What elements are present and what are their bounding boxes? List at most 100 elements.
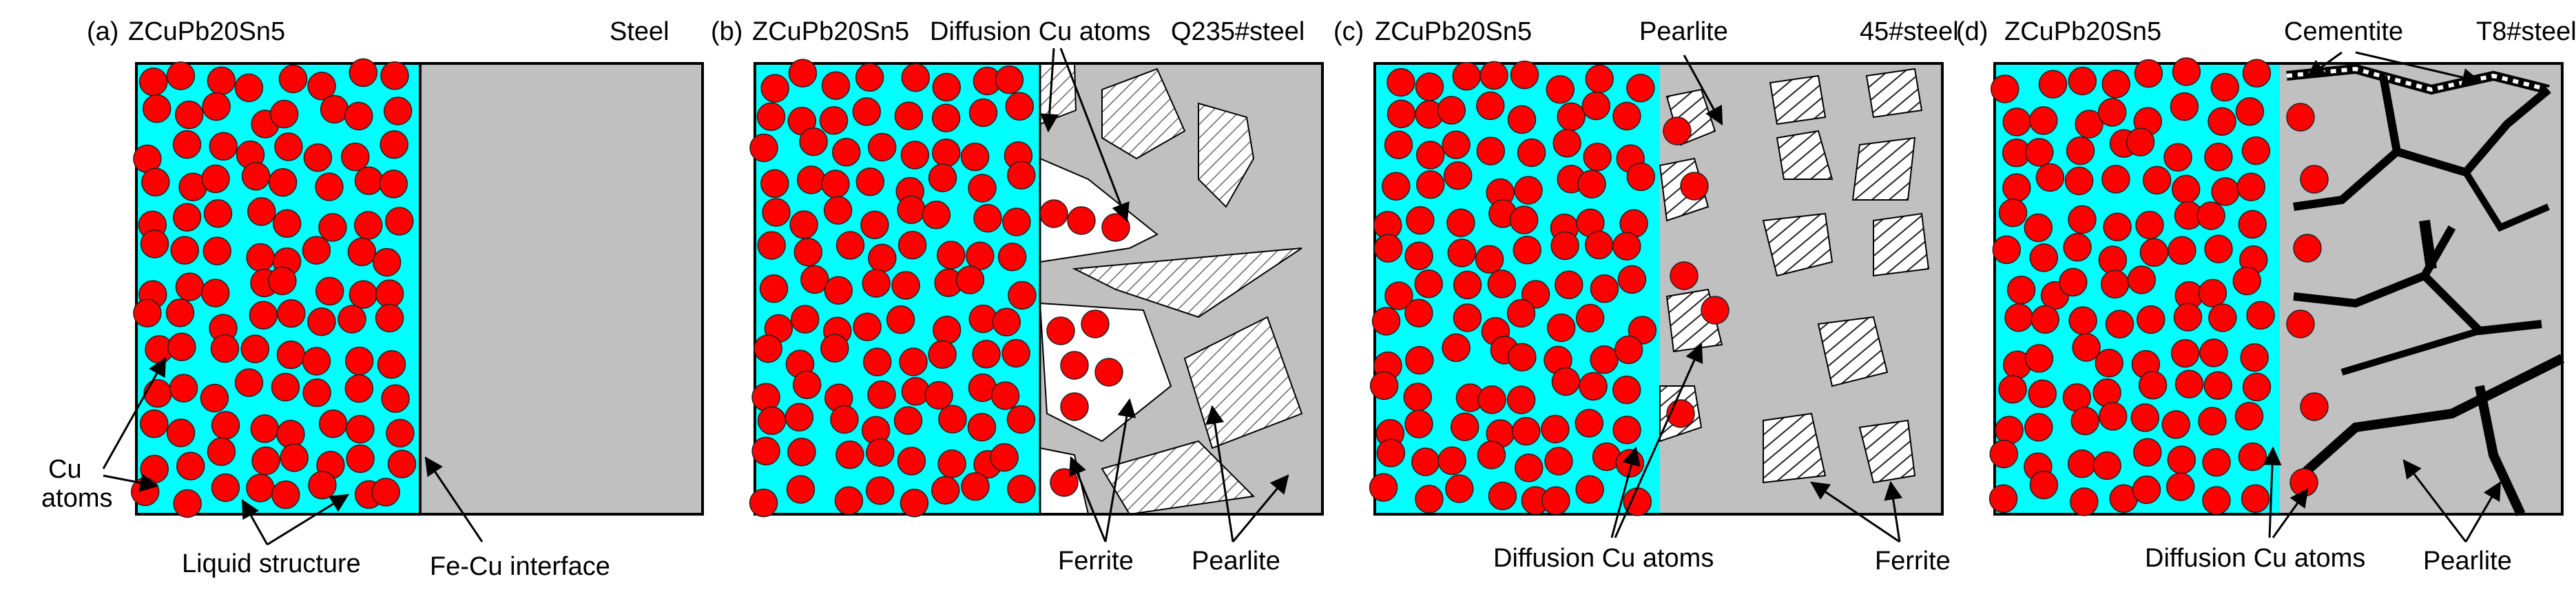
panel-a-liquid-arrow-2 [267,494,349,546]
cu-atom [955,265,985,294]
cu-atom [1008,281,1037,310]
cu-atom [303,143,333,172]
cu-atom [2101,165,2130,194]
cu-atom [762,198,791,227]
cu-atom [308,471,337,500]
panel-a: (a) ZCuPb20Sn5 Steel Cu atoms Liquid str… [41,17,704,581]
cu-atom [2172,57,2201,86]
cu-atom [249,301,278,330]
cu-atom [2038,70,2068,99]
cu-atom [1612,232,1641,261]
panel-d-pearlite-arrow-1 [2402,459,2467,542]
cu-atom [899,347,928,376]
cu-atom [2142,165,2172,195]
cu-atom [2095,349,2123,378]
cu-atom [2075,110,2104,139]
cu-atom [2100,270,2130,299]
panel-d-cementite-network [2286,63,2565,516]
cu-atom [1369,473,1398,502]
cu-atom [760,169,789,199]
cu-atom [2210,72,2240,102]
cu-atom [751,383,780,412]
cu-atom [307,71,336,101]
panel-d-pearlite-label: Pearlite [2423,547,2512,576]
cu-atom [855,63,884,92]
cu-atom [318,213,347,242]
cu-atom [800,265,829,294]
panel-c-ferrite-arrow-1 [1810,481,1900,543]
cu-atom [1403,383,1433,412]
panel-d: (d) ZCuPb20Sn5 Cementite T8#steel Diffus… [1956,17,2576,576]
cu-atom [175,272,205,301]
cu-atom [824,276,853,305]
panel-b-cu-atoms [749,59,1130,518]
panel-c-ferrite-arrow-2 [1884,480,1903,542]
cu-atom [200,278,230,307]
cu-atom [385,207,414,236]
cu-atom [1579,372,1608,401]
cu-atom [1404,241,1433,270]
diffused-cu-atom [1060,351,1089,380]
cu-atom [269,99,299,129]
cu-atom [1005,92,1035,121]
panel-d-tag: (d) [1956,17,1988,46]
panel-d-cementite-arrow-1 [2306,51,2343,79]
panel-a-liquid-arrow-1 [241,499,269,545]
cu-atom [379,170,408,199]
panel-c-diffusion-label: Diffusion Cu atoms [1493,544,1714,573]
cu-atom [2238,210,2267,239]
panel-c-pearlite-label: Pearlite [1639,17,1728,46]
cu-atom [2068,66,2097,96]
cu-atom [1404,409,1433,438]
cu-atom [799,127,828,156]
cu-atom [1511,416,1541,446]
panel-a-cu-label: Cu [48,455,82,484]
cu-atom [375,279,404,308]
cu-atom [757,231,786,260]
cu-atom [165,298,195,327]
cu-atom [166,61,196,90]
cu-atom [2246,301,2275,330]
cu-atom [2134,59,2163,88]
cu-atom [307,307,336,336]
cu-atom [2139,238,2169,267]
cu-atom [2029,106,2058,135]
panel-b-pearlite-arrow-1 [1205,405,1234,542]
cu-atom [1590,274,1619,303]
cu-atom [759,274,789,303]
cu-atom [302,378,331,407]
cu-atom [1006,405,1036,434]
cu-atom [1437,446,1466,476]
cu-atom [866,438,895,467]
cu-atom [2240,343,2269,372]
cu-atom [819,105,849,135]
cu-atom [821,170,850,199]
cu-atom [386,418,415,448]
panel-a-tag: (a) [87,17,118,46]
panel-b-alloy-label: ZCuPb20Sn5 [752,17,909,46]
diffused-cu-atom [1060,392,1089,421]
cu-atom [1487,270,1517,298]
cu-atom [1007,474,1036,504]
cu-atom [2064,166,2094,196]
cu-atom [1989,439,2019,469]
cu-atom [1546,75,1575,104]
panel-b-tag: (b) [711,17,742,46]
cu-atom [1544,447,1573,476]
cu-atom [1585,64,1614,94]
cu-atom [1414,269,1443,298]
cu-atom [2002,173,2031,202]
cu-atom [1415,485,1444,514]
cu-atom [1995,416,2024,445]
cu-atom [2028,379,2057,408]
cu-atom [172,203,202,232]
diffused-cu-atom [2293,234,2322,263]
cu-atom [1988,484,2018,514]
panel-d-pearlite-arrow-2 [2464,481,2502,542]
cu-atom [173,489,202,518]
panel-d-cu-atoms [1988,57,2329,516]
cu-atom [1506,298,1536,328]
cu-atom [344,101,373,131]
cu-atom [172,130,202,159]
cu-atom [387,449,417,478]
